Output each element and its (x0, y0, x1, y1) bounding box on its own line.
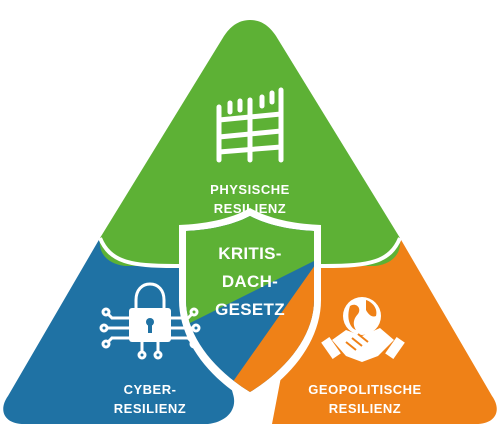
cyber-resilience-label: CYBER- RESILIENZ (90, 380, 210, 418)
cyber-label-line1: CYBER- (123, 382, 177, 397)
shield-label-line2: DACH- (221, 272, 279, 291)
physical-resilience-label: PHYSISCHE RESILIENZ (190, 180, 310, 218)
cyber-label-line2: RESILIENZ (113, 401, 187, 416)
fence-icon (216, 87, 284, 163)
globe-handshake-icon (321, 297, 405, 362)
physical-label-line1: PHYSISCHE (210, 182, 290, 197)
physical-label-line2: RESILIENZ (213, 201, 287, 216)
cyber-segment (3, 238, 235, 424)
shield-label: KRITIS- DACH- GESETZ (195, 240, 305, 324)
geopolitical-label-line2: RESILIENZ (328, 401, 402, 416)
geopolitical-resilience-label: GEOPOLITISCHE RESILIENZ (300, 380, 430, 418)
shield-label-line1: KRITIS- (218, 244, 282, 263)
geopolitical-segment (272, 238, 497, 424)
geopolitical-label-line1: GEOPOLITISCHE (308, 382, 422, 397)
shield-label-line3: GESETZ (215, 300, 285, 319)
